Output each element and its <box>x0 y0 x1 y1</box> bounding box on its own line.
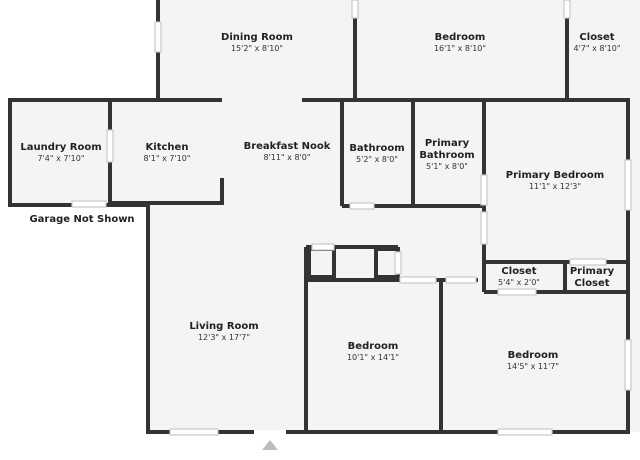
room-label-bedroom-mid: Bedroom 10'1" x 14'1" <box>347 341 399 362</box>
room-dimensions: 7'4" x 7'10" <box>37 154 84 163</box>
room-dimensions: 14'5" x 11'7" <box>507 362 559 371</box>
room-label-primary-closet: Primary Closet <box>570 266 615 289</box>
room-dimensions: 16'1" x 8'10" <box>434 44 486 53</box>
room-name: Dining Room <box>221 32 293 43</box>
room-name: Kitchen <box>146 142 189 153</box>
room-label-bedroom-top: Bedroom 16'1" x 8'10" <box>434 32 486 53</box>
room-label-living: Living Room 12'3" x 17'7" <box>189 321 258 342</box>
room-name: Bedroom <box>508 350 559 361</box>
room-dimensions: 5'4" x 2'0" <box>498 278 540 287</box>
room-name-line2: Bathroom <box>419 150 474 161</box>
room-name: Closet <box>579 32 614 43</box>
room-dimensions: 12'3" x 17'7" <box>198 333 250 342</box>
room-dimensions: 8'1" x 7'10" <box>143 154 190 163</box>
room-label-bathroom: Bathroom 5'2" x 8'0" <box>349 143 404 164</box>
room-dimensions: 5'2" x 8'0" <box>356 155 398 164</box>
room-dimensions: 15'2" x 8'10" <box>231 44 283 53</box>
room-label-primary-bathroom: Primary Bathroom 5'1" x 8'0" <box>419 138 474 171</box>
interior-walls <box>108 0 628 432</box>
room-dimensions: 4'7" x 8'10" <box>573 44 620 53</box>
room-dimensions: 11'1" x 12'3" <box>529 182 581 191</box>
room-label-bedroom-right: Bedroom 14'5" x 11'7" <box>507 350 559 371</box>
room-dimensions: 5'1" x 8'0" <box>426 162 468 171</box>
room-name: Bathroom <box>349 143 404 154</box>
room-label-closet-top: Closet 4'7" x 8'10" <box>573 32 620 53</box>
room-name-line1: Primary <box>570 266 615 277</box>
garage-note: Garage Not Shown <box>29 214 134 225</box>
room-label-laundry: Laundry Room 7'4" x 7'10" <box>20 142 101 163</box>
room-label-dining: Dining Room 15'2" x 8'10" <box>221 32 293 53</box>
room-name-line2: Closet <box>574 278 609 289</box>
room-name: Bedroom <box>348 341 399 352</box>
room-dimensions: 8'11" x 8'0" <box>263 153 310 162</box>
room-label-kitchen: Kitchen 8'1" x 7'10" <box>143 142 190 163</box>
room-name: Bedroom <box>435 32 486 43</box>
entrance-marker <box>254 430 286 450</box>
room-dimensions: 10'1" x 14'1" <box>347 353 399 362</box>
windows <box>71 0 632 436</box>
floor-fill <box>10 0 640 432</box>
room-name: Living Room <box>189 321 258 332</box>
room-name-line1: Primary <box>425 138 470 149</box>
room-label-closet-mid: Closet 5'4" x 2'0" <box>498 266 540 287</box>
room-label-primary-bedroom: Primary Bedroom 11'1" x 12'3" <box>506 170 604 191</box>
room-name: Breakfast Nook <box>244 141 331 152</box>
room-name: Closet <box>501 266 536 277</box>
room-name: Laundry Room <box>20 142 101 153</box>
room-name: Primary Bedroom <box>506 170 604 181</box>
room-label-breakfast: Breakfast Nook 8'11" x 8'0" <box>244 141 331 162</box>
